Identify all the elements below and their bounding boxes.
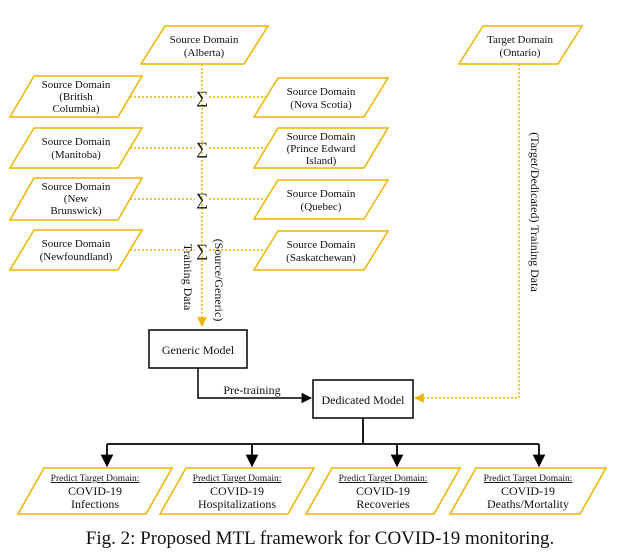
output-deaths-mortality: Predict Target Domain: COVID-19 Deaths/M… bbox=[448, 467, 608, 515]
svg-text:COVID-19: COVID-19 bbox=[356, 484, 410, 498]
pretraining-label: Pre-training bbox=[223, 383, 280, 397]
svg-text:(Newfoundland): (Newfoundland) bbox=[40, 251, 113, 263]
svg-text:Island): Island) bbox=[306, 155, 337, 167]
svg-text:Source Domain: Source Domain bbox=[287, 239, 356, 251]
source-domain-new-brunswick: Source Domain (New Brunswick) bbox=[8, 177, 144, 221]
source-domain-newfoundland: Source Domain (Newfoundland) bbox=[8, 229, 144, 271]
svg-text:Source Domain: Source Domain bbox=[42, 238, 111, 250]
svg-text:Infections: Infections bbox=[71, 497, 119, 511]
sigma-symbol: ∑ bbox=[196, 190, 208, 209]
svg-text:Target Domain: Target Domain bbox=[487, 34, 553, 46]
source-domain-prince-edward-island: Source Domain (Prince Edward Island) bbox=[252, 127, 390, 169]
svg-text:COVID-19: COVID-19 bbox=[68, 484, 122, 498]
target-connector bbox=[414, 64, 520, 403]
pretraining-arrow bbox=[197, 368, 313, 404]
svg-text:(Manitoba): (Manitoba) bbox=[51, 149, 101, 161]
source-domain-saskatchewan: Source Domain (Saskatchewan) bbox=[252, 230, 390, 271]
svg-text:(Saskatchewan): (Saskatchewan) bbox=[286, 252, 356, 264]
svg-text:(Ontario): (Ontario) bbox=[500, 47, 541, 59]
source-domain-british-columbia: Source Domain (British Columbia) bbox=[8, 75, 144, 118]
svg-text:Source Domain: Source Domain bbox=[287, 188, 356, 200]
svg-text:Predict Target Domain:: Predict Target Domain: bbox=[339, 474, 428, 484]
source-training-data-label-line2: Training Data bbox=[181, 244, 195, 311]
sigma-symbol: ∑ bbox=[196, 241, 208, 260]
svg-text:Generic Model: Generic Model bbox=[162, 343, 235, 357]
svg-text:Dedicated Model: Dedicated Model bbox=[322, 393, 406, 407]
svg-text:Source Domain: Source Domain bbox=[287, 131, 356, 143]
sigma-symbol: ∑ bbox=[196, 88, 208, 107]
svg-text:COVID-19: COVID-19 bbox=[501, 484, 555, 498]
svg-text:Predict Target Domain:: Predict Target Domain: bbox=[51, 474, 140, 484]
sigma-symbol: ∑ bbox=[196, 139, 208, 158]
svg-text:Hospitalizations: Hospitalizations bbox=[198, 497, 276, 511]
svg-text:Brunswick): Brunswick) bbox=[50, 205, 102, 217]
output-recoveries: Predict Target Domain: COVID-19 Recoveri… bbox=[304, 467, 462, 515]
output-infections: Predict Target Domain: COVID-19 Infectio… bbox=[16, 467, 174, 515]
svg-text:COVID-19: COVID-19 bbox=[210, 484, 264, 498]
source-domain-alberta: Source Domain (Alberta) bbox=[139, 25, 270, 65]
dedicated-model-box: Dedicated Model bbox=[312, 379, 414, 419]
source-domain-manitoba: Source Domain (Manitoba) bbox=[8, 127, 144, 169]
svg-text:Source Domain: Source Domain bbox=[42, 136, 111, 148]
source-training-data-label-line1: (Source/Generic) bbox=[212, 239, 226, 322]
output-tree bbox=[100, 418, 546, 468]
svg-text:Source Domain: Source Domain bbox=[42, 79, 111, 91]
output-hospitalizations: Predict Target Domain: COVID-19 Hospital… bbox=[158, 467, 316, 515]
svg-text:Predict Target Domain:: Predict Target Domain: bbox=[484, 474, 573, 484]
target-domain-ontario: Target Domain (Ontario) bbox=[457, 25, 584, 65]
svg-text:(Nova Scotia): (Nova Scotia) bbox=[290, 99, 352, 111]
sigma-symbols: ∑ ∑ ∑ ∑ bbox=[196, 88, 208, 260]
figure-caption: Fig. 2: Proposed MTL framework for COVID… bbox=[85, 528, 555, 549]
generic-model-box: Generic Model bbox=[148, 329, 248, 369]
svg-text:(Prince Edward: (Prince Edward bbox=[287, 143, 356, 155]
svg-text:(Quebec): (Quebec) bbox=[301, 201, 342, 213]
svg-text:Columbia): Columbia) bbox=[52, 103, 99, 115]
svg-text:(Alberta): (Alberta) bbox=[184, 47, 225, 59]
svg-text:Deaths/Mortality: Deaths/Mortality bbox=[487, 497, 569, 511]
svg-text:Predict Target Domain:: Predict Target Domain: bbox=[193, 474, 282, 484]
svg-text:Source Domain: Source Domain bbox=[170, 34, 239, 46]
svg-text:Source Domain: Source Domain bbox=[42, 181, 111, 193]
source-domain-nova-scotia: Source Domain (Nova Scotia) bbox=[252, 77, 390, 118]
svg-text:(British: (British bbox=[59, 91, 93, 103]
mtl-framework-diagram: ∑ ∑ ∑ ∑ Source Domain (Alberta) Target D… bbox=[8, 25, 608, 515]
svg-text:Recoveries: Recoveries bbox=[356, 497, 410, 511]
svg-text:Source Domain: Source Domain bbox=[287, 86, 356, 98]
target-training-data-label: (Target/Dedicated) Training Data bbox=[528, 132, 542, 292]
svg-text:(New: (New bbox=[64, 193, 88, 205]
source-domain-quebec: Source Domain (Quebec) bbox=[252, 179, 390, 220]
